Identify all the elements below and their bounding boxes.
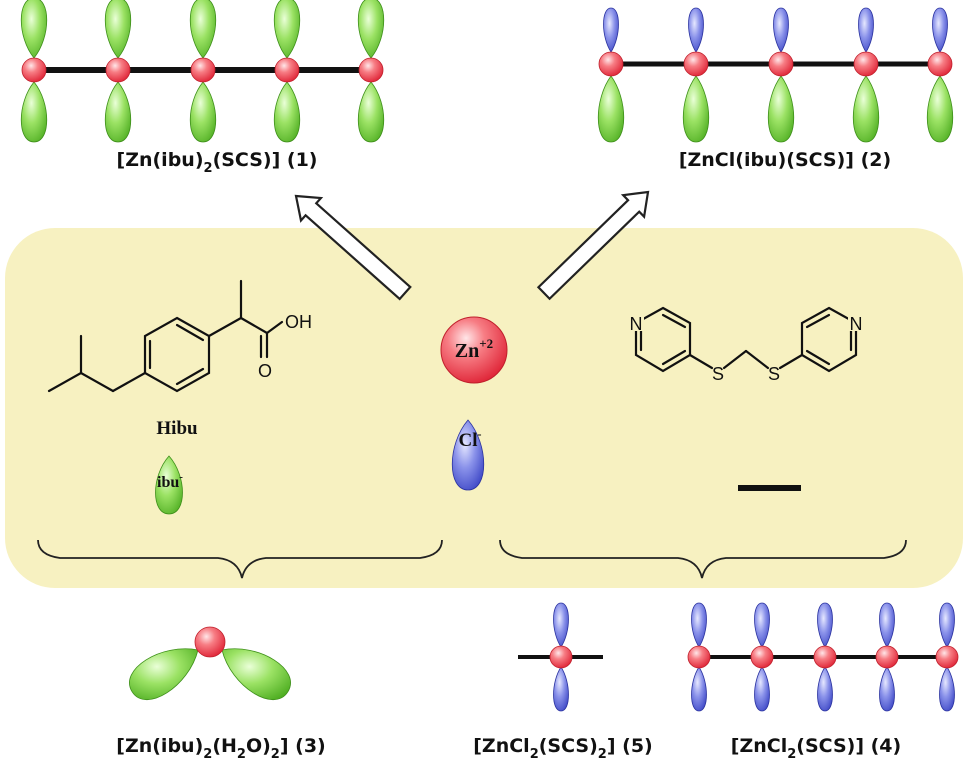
scs-s-right: S bbox=[768, 364, 780, 384]
chloride-lobe-shape bbox=[451, 419, 485, 491]
unit-compound-3 bbox=[129, 626, 291, 700]
label-compound-5: [ZnCl2(SCS)2] (5) bbox=[473, 735, 652, 762]
unit-compound-5 bbox=[518, 602, 603, 712]
chloride-lobe-icon bbox=[773, 7, 789, 53]
zinc-node bbox=[683, 51, 709, 77]
n-left-mask bbox=[628, 313, 644, 331]
chloride-lobe-icon bbox=[879, 666, 895, 712]
ibu-lobe-icon bbox=[926, 75, 954, 143]
brace-left bbox=[37, 539, 443, 579]
ibu-anion-label: ibu- bbox=[157, 471, 183, 491]
zinc-node bbox=[750, 645, 774, 669]
ibuprofen-structure bbox=[47, 279, 284, 393]
ibu-lobe-icon bbox=[104, 81, 132, 143]
ibu-lobe-icon bbox=[104, 0, 132, 59]
ibuprofen-oh-label: OH bbox=[285, 312, 312, 332]
ibu-lobe-icon bbox=[129, 648, 199, 700]
ibu-lobe-icon bbox=[767, 75, 795, 143]
arrow-to-compound-1 bbox=[294, 194, 412, 301]
zinc-node bbox=[190, 57, 216, 83]
zinc-node bbox=[598, 51, 624, 77]
ibu-lobe-icon bbox=[357, 81, 385, 143]
chain-compound-4 bbox=[687, 602, 959, 712]
ibu-lobe-icon bbox=[20, 0, 48, 59]
scs-n-left: N bbox=[630, 314, 643, 334]
chloride-lobe-icon bbox=[691, 602, 707, 648]
zinc-node bbox=[687, 645, 711, 669]
reactant-panel bbox=[5, 228, 963, 588]
zinc-node bbox=[935, 645, 959, 669]
label-compound-2: [ZnCl(ibu)(SCS)] (2) bbox=[679, 149, 891, 171]
chloride-lobe-icon bbox=[939, 666, 955, 712]
ibu-lobe-shape bbox=[155, 455, 183, 515]
ibuprofen-name: Hibu bbox=[156, 418, 198, 439]
zinc-node bbox=[768, 51, 794, 77]
chloride-lobe-icon bbox=[858, 7, 874, 53]
chloride-lobe-icon bbox=[754, 602, 770, 648]
zinc-node bbox=[549, 645, 573, 669]
zinc-node bbox=[927, 51, 953, 77]
ibu-lobe-icon bbox=[221, 648, 291, 700]
zinc-node bbox=[853, 51, 879, 77]
chloride-ion-lobe-icon bbox=[451, 419, 485, 491]
chain-compound-1 bbox=[20, 0, 385, 143]
chloride-lobe-icon bbox=[553, 666, 569, 712]
zinc-node bbox=[274, 57, 300, 83]
ibu-lobe-icon bbox=[597, 75, 625, 143]
arrow-to-compound-2 bbox=[536, 190, 650, 301]
zinc-ion-label: Zn+2 bbox=[455, 336, 493, 362]
chloride-lobe-icon bbox=[932, 7, 948, 53]
label-compound-3: [Zn(ibu)2(H2O)2] (3) bbox=[116, 735, 325, 762]
chloride-lobe-icon bbox=[603, 7, 619, 53]
ibuprofen-o-label: O bbox=[258, 361, 272, 381]
ibu-anion-lobe-icon bbox=[155, 455, 183, 515]
zinc-node bbox=[813, 645, 837, 669]
chloride-lobe-icon bbox=[553, 602, 569, 648]
chloride-lobe-icon bbox=[939, 602, 955, 648]
chloride-lobe-icon bbox=[688, 7, 704, 53]
label-compound-1: [Zn(ibu)2(SCS)] (1) bbox=[117, 149, 318, 176]
ibu-lobe-icon bbox=[189, 0, 217, 59]
ibu-lobe-icon bbox=[682, 75, 710, 143]
chloride-lobe-icon bbox=[691, 666, 707, 712]
chloride-lobe-icon bbox=[817, 602, 833, 648]
ibu-lobe-icon bbox=[273, 0, 301, 59]
scs-n-right: N bbox=[850, 314, 863, 334]
ibu-lobe-icon bbox=[273, 81, 301, 143]
chloride-lobe-icon bbox=[879, 602, 895, 648]
zinc-node bbox=[875, 645, 899, 669]
ibu-lobe-icon bbox=[189, 81, 217, 143]
chloride-lobe-icon bbox=[817, 666, 833, 712]
zinc-node bbox=[105, 57, 131, 83]
chain-compound-2 bbox=[597, 7, 954, 143]
chloride-lobe-icon bbox=[754, 666, 770, 712]
label-compound-4: [ZnCl2(SCS)] (4) bbox=[731, 735, 901, 762]
chloride-ion-label: Cl- bbox=[459, 427, 482, 451]
zinc-node bbox=[21, 57, 47, 83]
n-right-mask bbox=[848, 313, 864, 331]
ibu-lobe-icon bbox=[852, 75, 880, 143]
zinc-node bbox=[194, 626, 226, 658]
brace-right bbox=[499, 539, 907, 579]
zinc-ion-sphere bbox=[440, 316, 508, 384]
ibu-lobe-icon bbox=[20, 81, 48, 143]
ibu-lobe-icon bbox=[357, 0, 385, 59]
zinc-node bbox=[358, 57, 384, 83]
scs-s-left: S bbox=[712, 364, 724, 384]
